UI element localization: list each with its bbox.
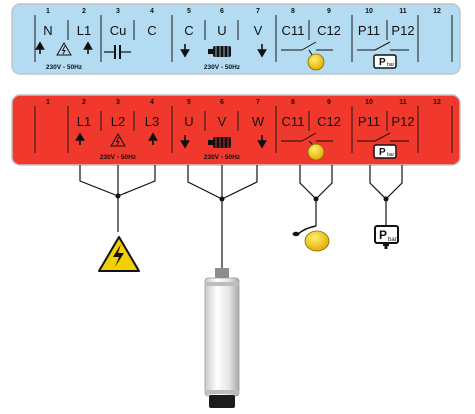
terminal-label: U <box>217 23 226 38</box>
arrow-down-icon <box>257 135 267 149</box>
float-wiring <box>299 165 333 226</box>
pressure-label: P <box>379 57 386 68</box>
terminal-number: 1 <box>46 8 50 15</box>
terminal-number: 5 <box>187 99 191 106</box>
wire-junction <box>115 193 121 199</box>
terminal-number: 6 <box>220 8 224 15</box>
pressure-unit: bar <box>387 62 395 68</box>
arrow-up-icon <box>83 41 93 54</box>
arrow-up-icon <box>35 41 45 54</box>
motor-icon <box>208 137 231 148</box>
pressure-label: P <box>379 228 387 242</box>
terminal-label: P12 <box>391 23 414 38</box>
pressure-switch-icon: P bar <box>357 41 409 69</box>
terminal-label: C12 <box>317 23 341 38</box>
terminal-number: 7 <box>256 8 260 15</box>
terminal-label: N <box>43 23 52 38</box>
pressure-wiring <box>369 165 403 226</box>
terminal-number: 6 <box>220 99 224 106</box>
terminal-number: 7 <box>256 99 260 106</box>
hazard-icon <box>56 42 72 56</box>
terminal-number: 8 <box>291 99 295 106</box>
arrow-down-icon <box>257 44 267 58</box>
terminal-number: 12 <box>433 99 441 106</box>
float-switch-icon <box>281 132 333 161</box>
terminal-number: 1 <box>46 99 50 106</box>
terminal-label: L2 <box>111 114 125 129</box>
terminal-number: 11 <box>399 99 407 106</box>
terminal-label: L1 <box>77 23 91 38</box>
pressure-switch-icon: P bar <box>357 132 409 159</box>
lightning-hazard-icon <box>98 236 140 272</box>
submersible-pump-icon <box>204 268 240 408</box>
terminal-label: U <box>184 114 193 129</box>
terminal-label: V <box>218 114 227 129</box>
terminal-label: C11 <box>282 23 305 38</box>
terminal-number: 3 <box>116 8 120 15</box>
three-phase-terminal-strip: 1 2 3 4 5 6 7 8 9 10 11 12 L1 L2 L3 U V … <box>11 94 461 166</box>
float-switch-icon <box>292 225 330 252</box>
terminal-number: 12 <box>433 8 441 15</box>
terminal-label: C12 <box>317 114 341 129</box>
arrow-down-icon <box>180 135 190 149</box>
terminal-number: 3 <box>116 99 120 106</box>
wire-junction <box>383 196 389 202</box>
terminal-number: 2 <box>82 8 86 15</box>
wire-junction <box>219 196 225 202</box>
terminal-label: C <box>184 23 193 38</box>
terminal-number: 4 <box>150 8 154 15</box>
arrow-up-icon <box>148 132 158 145</box>
pressure-switch-icon: P bar <box>374 225 399 249</box>
motor-icon <box>208 46 231 57</box>
motor-wiring <box>187 165 258 268</box>
terminal-label: Cu <box>110 23 127 38</box>
terminal-number: 9 <box>327 99 331 106</box>
voltage-label: 230V - 50Hz <box>204 64 241 71</box>
hazard-icon <box>110 133 126 147</box>
single-phase-strip-background <box>11 3 461 75</box>
voltage-label: 230V - 50Hz <box>46 64 83 71</box>
terminal-number: 11 <box>399 8 407 15</box>
capacitor-icon <box>104 45 131 59</box>
float-switch-icon <box>281 41 333 71</box>
terminal-label: P11 <box>358 114 380 129</box>
terminal-label: W <box>252 114 265 129</box>
wire-junction <box>313 196 319 202</box>
terminal-label: P12 <box>391 114 414 129</box>
arrow-down-icon <box>180 44 190 58</box>
terminal-label: V <box>254 23 263 38</box>
pressure-unit: bar <box>387 152 395 158</box>
terminal-label: L1 <box>77 114 91 129</box>
single-phase-terminal-strip: 1 2 3 4 5 6 7 8 9 10 11 12 N L1 Cu C C U… <box>11 3 461 75</box>
terminal-label: P11 <box>358 23 380 38</box>
terminal-number: 9 <box>327 8 331 15</box>
terminal-number: 5 <box>187 8 191 15</box>
pressure-unit: bar <box>388 237 397 243</box>
terminal-number: 10 <box>365 8 373 15</box>
terminal-label: L3 <box>145 114 159 129</box>
supply-wiring <box>79 165 156 232</box>
terminal-label: C <box>147 23 156 38</box>
arrow-up-icon <box>75 132 85 145</box>
terminal-number: 10 <box>365 99 373 106</box>
pressure-label: P <box>379 147 386 158</box>
voltage-label: 230V - 50Hz <box>204 154 241 161</box>
terminal-number: 2 <box>82 99 86 106</box>
terminal-number: 8 <box>291 8 295 15</box>
terminal-label: C11 <box>282 114 305 129</box>
terminal-number: 4 <box>150 99 154 106</box>
voltage-label: 230V - 50Hz <box>100 154 137 161</box>
three-phase-strip-background <box>11 94 461 166</box>
